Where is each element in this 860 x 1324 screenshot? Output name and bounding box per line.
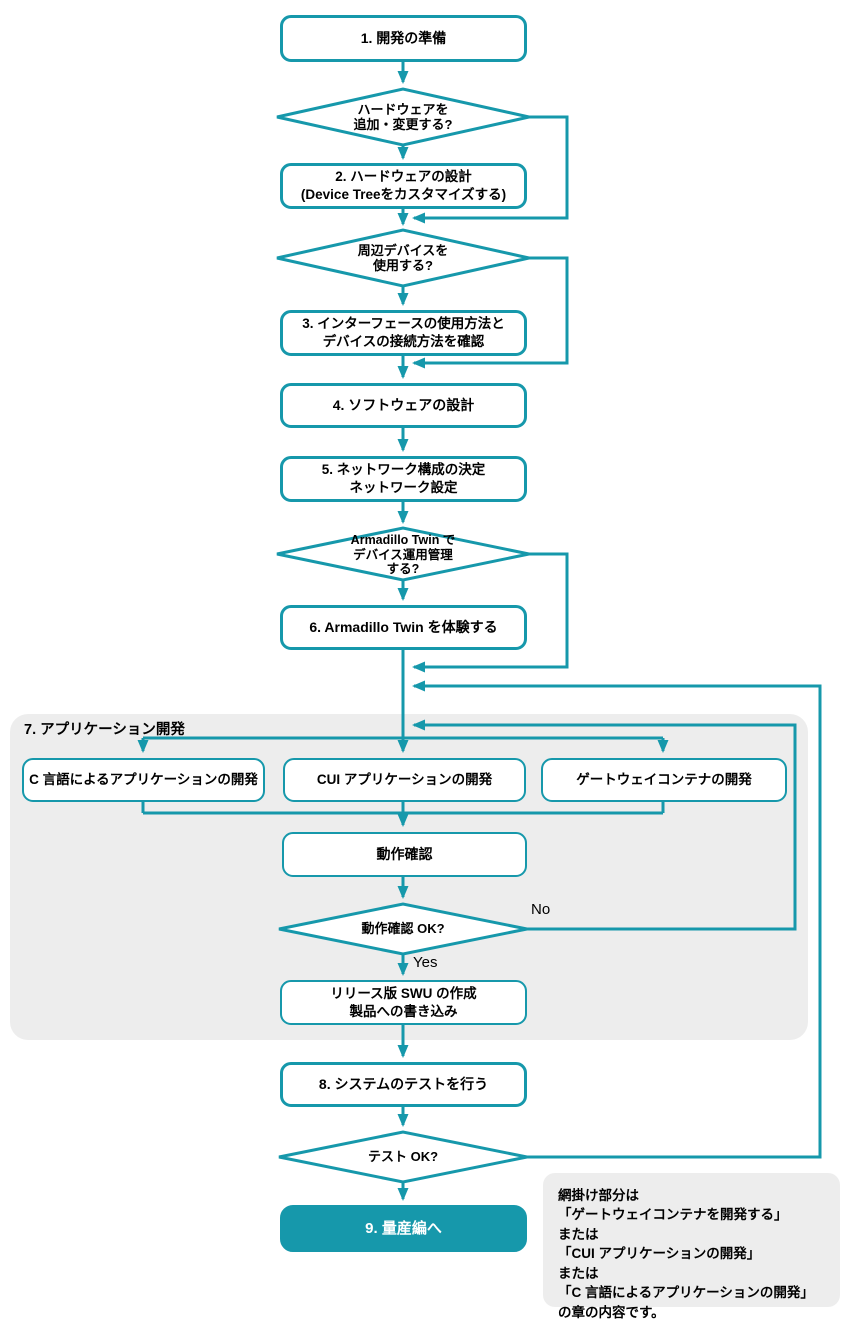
edge-dperiph-skip — [412, 256, 569, 369]
dev-gateway-box: ゲートウェイコンテナの開発 — [541, 758, 787, 802]
decision-peripheral-shape — [276, 228, 530, 288]
step5-box: 5. ネットワーク構成の決定 ネットワーク設定 — [280, 456, 527, 502]
step6-box: 6. Armadillo Twin を体験する — [280, 605, 527, 650]
dev-cui-label: CUI アプリケーションの開発 — [316, 772, 493, 788]
step8-label: 8. システムのテストを行う — [318, 1076, 489, 1093]
dev-cui-box: CUI アプリケーションの開発 — [283, 758, 526, 802]
step1-box: 1. 開発の準備 — [280, 15, 527, 62]
no-edge-label: No — [531, 901, 551, 918]
step5-label-line2: ネットワーク設定 — [349, 480, 458, 495]
group-title: 7. アプリケーション開発 — [24, 722, 185, 738]
step3-label-line2: デバイスの接続方法を確認 — [322, 334, 485, 349]
step2-box: 2. ハードウェアの設計 (Device Treeをカスタマイズする) — [280, 163, 527, 209]
edge-check-no-loop — [412, 719, 797, 931]
decision-check-shape — [278, 902, 528, 956]
step5-label-line1: 5. ネットワーク構成の決定 — [321, 462, 486, 478]
step3-box: 3. インターフェースの使用方法と デバイスの接続方法を確認 — [280, 310, 527, 356]
step9-label: 9. 量産編へ — [365, 1219, 442, 1237]
yes-edge-label: Yes — [413, 954, 438, 971]
step9-box: 9. 量産編へ — [280, 1205, 527, 1252]
step3-label-line1: 3. インターフェースの使用方法と — [302, 316, 505, 332]
step2-label-line2: (Device Treeをカスタマイズする) — [300, 187, 507, 202]
step2-label-line1: 2. ハードウェアの設計 — [335, 169, 472, 185]
edge-dtwin-skip — [412, 552, 569, 673]
release-label-line2: 製品への書き込み — [349, 1003, 458, 1019]
dev-c-box: C 言語によるアプリケーションの開発 — [22, 758, 265, 802]
dev-gateway-label: ゲートウェイコンテナの開発 — [576, 772, 752, 788]
check-label: 動作確認 — [376, 846, 433, 863]
edge-dhw-skip — [412, 115, 569, 224]
step4-label: 4. ソフトウェアの設計 — [332, 397, 475, 414]
release-box: リリース版 SWU の作成 製品への書き込み — [280, 980, 527, 1025]
decision-hardware-shape — [276, 87, 530, 147]
dev-c-label: C 言語によるアプリケーションの開発 — [29, 772, 258, 788]
legend-note: 網掛け部分は 「ゲートウェイコンテナを開発する」 または 「CUI アプリケーシ… — [543, 1173, 840, 1320]
step1-label: 1. 開発の準備 — [360, 30, 447, 47]
check-box: 動作確認 — [282, 832, 527, 877]
decision-test-shape — [278, 1130, 528, 1184]
decision-twin-shape — [276, 526, 530, 582]
release-label-line1: リリース版 SWU の作成 — [330, 985, 477, 1001]
step8-box: 8. システムのテストを行う — [280, 1062, 527, 1107]
step4-box: 4. ソフトウェアの設計 — [280, 383, 527, 428]
step6-label: 6. Armadillo Twin を体験する — [309, 619, 498, 636]
edge-test-no-loop — [412, 680, 822, 1159]
